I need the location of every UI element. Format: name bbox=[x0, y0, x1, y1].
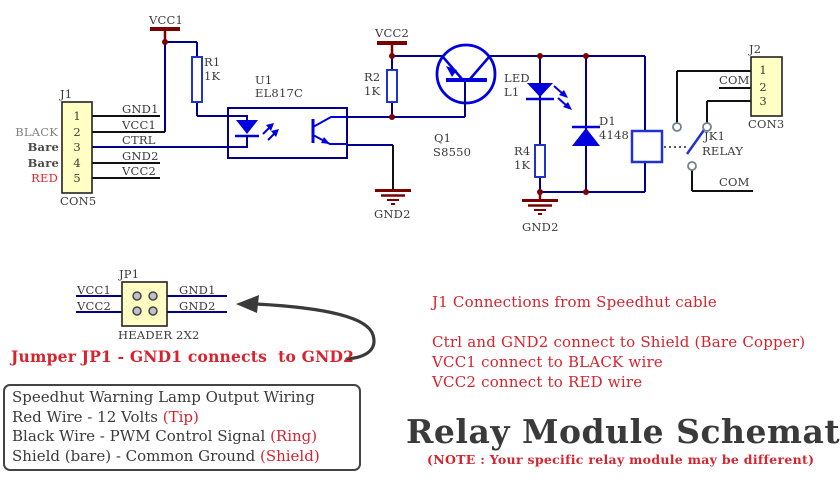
wiring-box-line-shield: Shield (bare) - Common Ground (Shield) bbox=[12, 446, 320, 465]
jumper-note: Jumper JP1 - GND1 connects to GND2 bbox=[11, 347, 355, 366]
led-l1-icon bbox=[526, 83, 572, 110]
j2-ref: J2 bbox=[749, 42, 762, 56]
tip-suffix: (Tip) bbox=[162, 407, 199, 426]
gnd2-left-ground-icon bbox=[375, 189, 411, 205]
page-title: Relay Module Schematic bbox=[406, 412, 840, 451]
gnd2-right-ground-icon bbox=[522, 192, 558, 215]
j1-net-ctrl: CTRL bbox=[122, 133, 156, 147]
wire-label-red: RED bbox=[31, 171, 58, 185]
wire-label-black: BLACK bbox=[15, 125, 58, 139]
j1-type: CON5 bbox=[60, 194, 97, 208]
j1-pin-4: 4 bbox=[73, 156, 81, 170]
wiring-info-box: Speedhut Warning Lamp Output Wiring Red … bbox=[3, 384, 361, 471]
resistor-r1 bbox=[191, 56, 203, 103]
j1-pin-5: 5 bbox=[73, 171, 81, 185]
j1-ref: J1 bbox=[60, 87, 73, 101]
connector-j2 bbox=[750, 56, 783, 117]
j1-net-vcc2: VCC2 bbox=[122, 164, 157, 178]
r1-value: 1K bbox=[204, 69, 221, 83]
header-jp1 bbox=[76, 281, 227, 327]
relay-switch bbox=[672, 122, 712, 171]
pnp-emitter-arrow-icon bbox=[446, 66, 457, 77]
vcc1-black-note: VCC1 connect to BLACK wire bbox=[432, 353, 663, 371]
j1-pin-3: 3 bbox=[73, 140, 81, 154]
j2-pin-1: 1 bbox=[759, 63, 767, 77]
jp1-type: HEADER 2X2 bbox=[118, 328, 200, 342]
jp1-net-vcc2: VCC2 bbox=[77, 299, 112, 313]
wires-navy bbox=[92, 41, 646, 193]
wiring-box-line-black-wire: Black Wire - PWM Control Signal (Ring) bbox=[12, 427, 318, 445]
r4-ref: R4 bbox=[514, 144, 531, 158]
j1-net-gnd1: GND1 bbox=[122, 102, 159, 116]
led-name: L1 bbox=[504, 85, 520, 99]
r1-ref: R1 bbox=[204, 55, 221, 69]
jp1-pins-icon bbox=[132, 291, 158, 316]
jp1-net-gnd2: GND2 bbox=[179, 299, 216, 313]
r2-ref: R2 bbox=[364, 70, 381, 84]
resistor-r2 bbox=[386, 69, 398, 103]
wires-black bbox=[92, 70, 753, 192]
page-subtitle: (NOTE : Your specific relay module may b… bbox=[427, 452, 815, 467]
relay-label: RELAY bbox=[702, 144, 744, 158]
j2-pin-2: 2 bbox=[759, 80, 767, 94]
j1-net-gnd2: GND2 bbox=[122, 149, 159, 163]
optocoupler-u1 bbox=[227, 107, 348, 159]
relay-ref: JK1 bbox=[704, 129, 726, 143]
wiring-box-title: Speedhut Warning Lamp Output Wiring bbox=[12, 388, 315, 406]
opto-led-icon bbox=[236, 120, 258, 134]
q1-ref: Q1 bbox=[434, 131, 452, 145]
d1-ref: D1 bbox=[599, 114, 616, 128]
r4-value: 1K bbox=[514, 158, 531, 172]
led-ref: LED bbox=[504, 71, 530, 85]
wire-label-bare-1: Bare bbox=[27, 140, 59, 154]
vcc1-label: VCC1 bbox=[149, 13, 184, 27]
vcc2-label: VCC2 bbox=[375, 26, 410, 40]
opto-phototransistor-icon bbox=[311, 116, 347, 145]
u1-part: EL817C bbox=[255, 86, 303, 100]
transistor-q1 bbox=[435, 43, 497, 117]
ctrl-gnd2-note: Ctrl and GND2 connect to Shield (Bare Co… bbox=[432, 333, 806, 351]
connector-j1 bbox=[61, 101, 93, 194]
jp1-net-gnd1: GND1 bbox=[179, 283, 216, 297]
junction-dots bbox=[162, 39, 589, 195]
relay-com-bottom-label: COM bbox=[719, 175, 750, 189]
gnd2-left-label: GND2 bbox=[374, 207, 411, 221]
gnd2-right-label: GND2 bbox=[522, 220, 559, 234]
r2-value: 1K bbox=[364, 84, 381, 98]
jp1-net-vcc1: VCC1 bbox=[77, 283, 112, 297]
u1-ref: U1 bbox=[255, 73, 273, 87]
j2-pin-3: 3 bbox=[759, 94, 767, 108]
resistor-r4 bbox=[534, 144, 546, 178]
diode-d1-icon bbox=[572, 125, 600, 146]
j1-pin-1: 1 bbox=[73, 109, 81, 123]
j2-type: CON3 bbox=[748, 117, 785, 131]
q1-part: S8550 bbox=[433, 145, 472, 159]
j1-pin-2: 2 bbox=[73, 125, 81, 139]
j1-connections-note: J1 Connections from Speedhut cable bbox=[432, 293, 717, 311]
relay-coil bbox=[630, 129, 664, 164]
wire-label-bare-2: Bare bbox=[27, 156, 59, 170]
shield-suffix: (Shield) bbox=[259, 446, 320, 465]
j1-net-vcc1: VCC1 bbox=[122, 118, 157, 132]
wiring-box-line-red-wire: Red Wire - 12 Volts (Tip) bbox=[12, 407, 199, 426]
vcc2-red-note: VCC2 connect to RED wire bbox=[432, 373, 643, 391]
jp1-ref: JP1 bbox=[119, 267, 140, 281]
d1-part: 4148 bbox=[599, 128, 630, 142]
ring-suffix: (Ring) bbox=[270, 427, 318, 445]
relay-com-top-label: COM bbox=[719, 73, 750, 87]
jumper-arrow-icon bbox=[236, 295, 376, 361]
